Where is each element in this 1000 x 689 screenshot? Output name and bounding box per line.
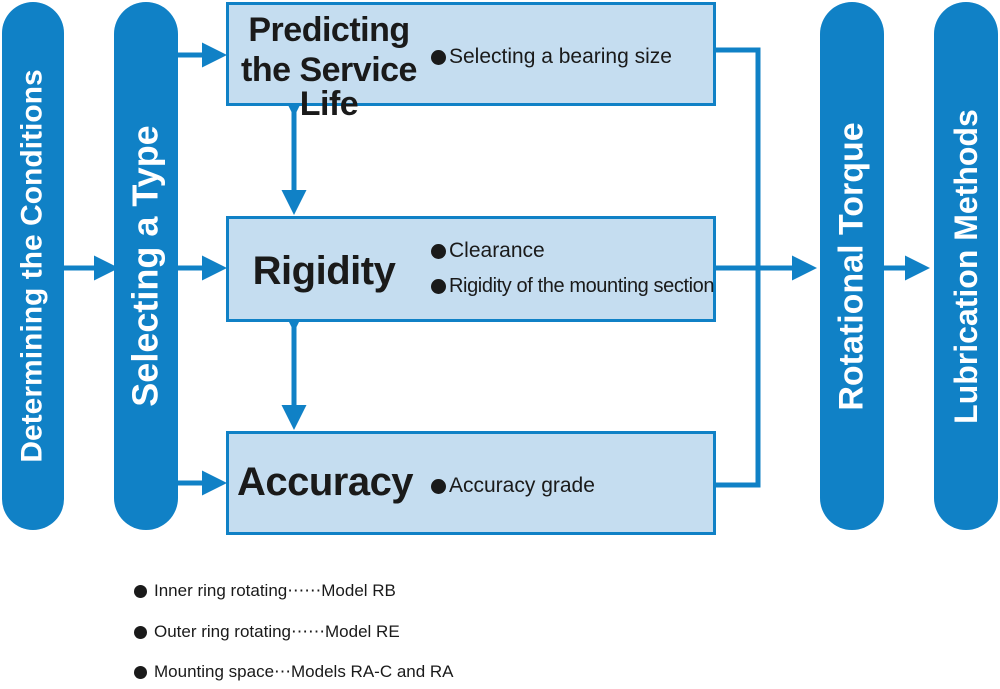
box-rigidity-bullet-1-text: Clearance	[449, 239, 545, 262]
note-mounting-space: Mounting space⋯Models RA-C and RA	[134, 662, 454, 682]
step-rotational-torque-label: Rotational Torque	[832, 121, 871, 411]
box-service-life-bullet-text: Selecting a bearing size	[449, 45, 672, 68]
step-rotational-torque: Rotational Torque	[820, 2, 884, 530]
step-selecting-type: Selecting a Type	[114, 2, 178, 530]
note-outer-ring: Outer ring rotating⋯⋯Model RE	[134, 622, 400, 642]
box-service-life: Predicting the Service Life Selecting a …	[226, 2, 716, 121]
bullet-dot-icon	[134, 665, 147, 679]
box-accuracy-title: Accuracy	[236, 460, 414, 504]
bullet-dot-icon	[431, 49, 446, 65]
line-service-life-to-bus	[716, 47, 761, 268]
step-determining-conditions-label: Determining the Conditions	[16, 69, 50, 463]
bullet-dot-icon	[431, 243, 446, 259]
step-lubrication-methods: Lubrication Methods	[934, 2, 998, 530]
box-accuracy-bullet-text: Accuracy grade	[449, 474, 595, 497]
line-accuracy-to-bus	[716, 268, 761, 488]
step-lubrication-methods-label: Lubrication Methods	[947, 108, 984, 424]
note-inner-ring-text: Inner ring rotating⋯⋯Model RB	[154, 581, 396, 600]
bullet-dot-icon	[134, 584, 147, 598]
box-service-life-title-line2: the Service Life	[241, 51, 417, 123]
box-accuracy-bullet: Accuracy grade	[431, 474, 595, 498]
bullet-dot-icon	[431, 279, 446, 294]
step-determining-conditions: Determining the Conditions	[2, 2, 64, 530]
step-selecting-type-label: Selecting a Type	[125, 125, 166, 407]
note-inner-ring: Inner ring rotating⋯⋯Model RB	[134, 581, 396, 601]
box-rigidity-bullet-1: Clearance	[431, 239, 545, 263]
bullet-dot-icon	[134, 625, 147, 639]
box-rigidity: Rigidity Clearance Rigidity of the mount…	[226, 216, 716, 322]
box-rigidity-bullet-2-text: Rigidity of the mounting section	[449, 275, 715, 297]
box-service-life-title-line1: Predicting	[248, 11, 410, 49]
bullet-dot-icon	[431, 478, 446, 494]
box-accuracy: Accuracy Accuracy grade	[226, 431, 716, 535]
note-mounting-space-text: Mounting space⋯Models RA-C and RA	[154, 662, 454, 681]
box-rigidity-title: Rigidity	[252, 249, 396, 293]
box-service-life-bullet: Selecting a bearing size	[431, 45, 672, 69]
box-rigidity-bullet-2: Rigidity of the mounting section	[431, 275, 715, 298]
note-outer-ring-text: Outer ring rotating⋯⋯Model RE	[154, 622, 400, 641]
box-service-life-title: Predicting the Service Life	[231, 13, 427, 121]
